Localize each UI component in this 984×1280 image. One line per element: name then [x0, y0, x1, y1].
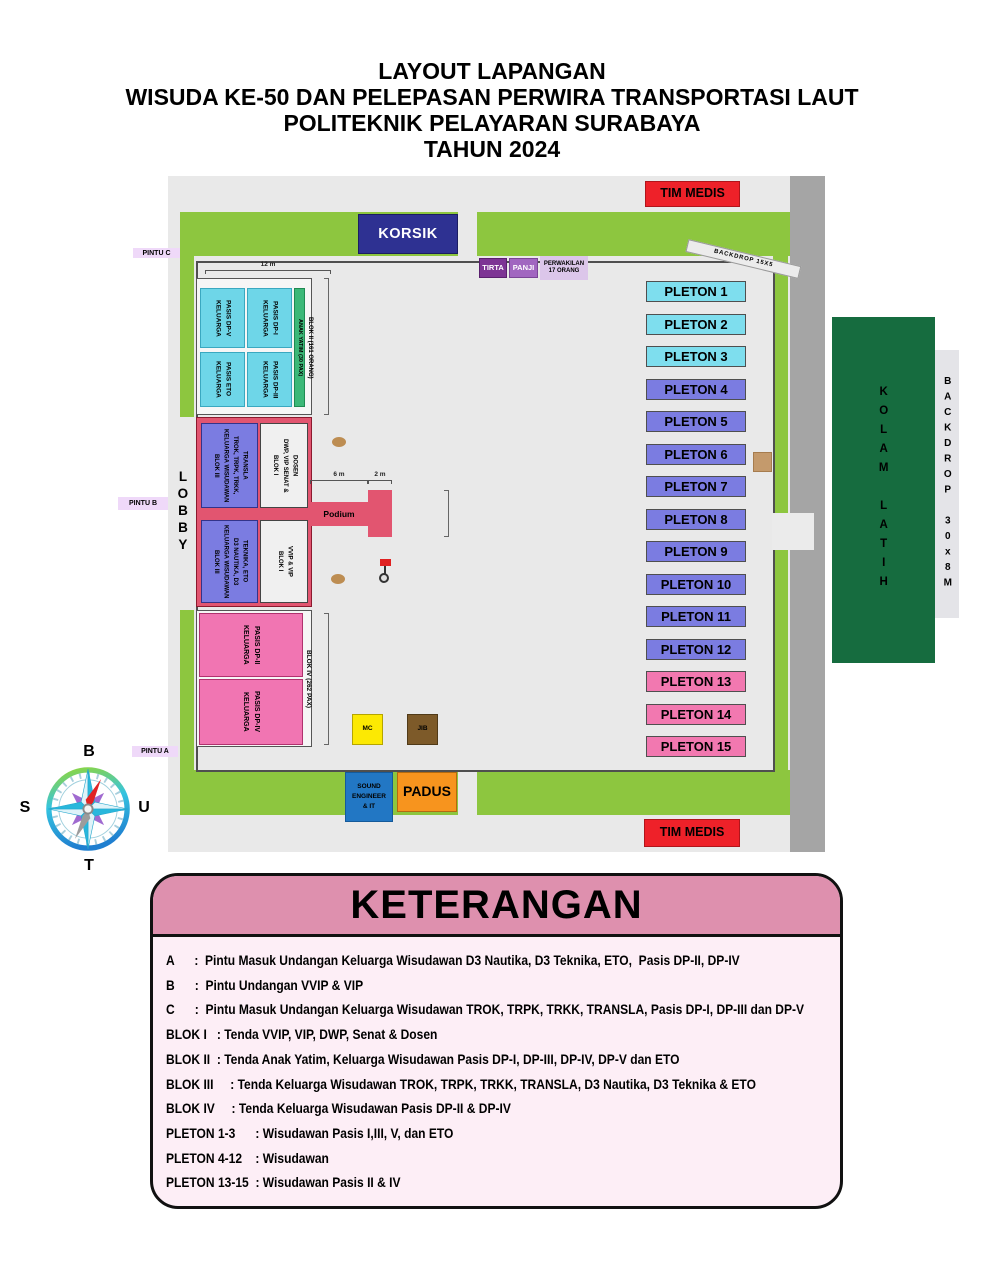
podium-extension — [368, 490, 392, 537]
blok4-seat-keluarga-pasis-dp-iv: KELUARGA PASIS DP-IV — [199, 679, 303, 745]
pleton-box: PLETON 10 — [646, 574, 746, 595]
podium-bar: Podium — [310, 502, 368, 526]
compass-label-east: U — [138, 799, 150, 816]
blok4-seat-keluarga-pasis-dp-ii: KELUARGA PASIS DP-II — [199, 613, 303, 677]
blok1-top-box: BLOK I DWP, VIP SENAT & DOSEN — [260, 423, 308, 508]
podium-dim-6m-line — [310, 480, 368, 484]
pleton-box: PLETON 7 — [646, 476, 746, 497]
podium-dim-2m: 2 m — [374, 471, 386, 478]
blok2-seat-keluarga-pasis-dp-v: KELUARGA PASIS DP-V — [200, 288, 245, 348]
title-line: WISUDA KE-50 DAN PELEPASAN PERWIRA TRANS… — [125, 84, 859, 110]
tim-medis-top-box: TIM MEDIS — [645, 181, 740, 207]
podium-dim-2m-line — [368, 480, 392, 484]
jib-box: JIB — [407, 714, 438, 745]
pintu-b-label: PINTU B — [118, 497, 168, 510]
title-line: TAHUN 2024 — [423, 136, 561, 162]
tirta-box: TIRTA — [479, 258, 507, 278]
blok4-height-bracket — [324, 613, 329, 745]
mc-box: MC — [352, 714, 383, 745]
legend-row: BLOK II : Tenda Anak Yatim, Keluarga Wis… — [166, 1050, 680, 1067]
pleton-box: PLETON 6 — [646, 444, 746, 465]
blok2-dim-12m: 12 m — [260, 261, 276, 268]
blok4-label: BLOK IV (262 PAX) — [305, 649, 313, 709]
compass-label-west: S — [19, 799, 31, 816]
padus-box: PADUS — [397, 772, 457, 812]
lobby-label: LOBBY — [175, 468, 191, 554]
right-wall-gap — [772, 513, 814, 550]
pleton-box: PLETON 13 — [646, 671, 746, 692]
tan-marker-square — [753, 452, 772, 472]
pleton-box: PLETON 9 — [646, 541, 746, 562]
title-line: POLITEKNIK PELAYARAN SURABAYA — [283, 110, 701, 136]
page-title: LAYOUT LAPANGAN WISUDA KE-50 DAN PELEPAS… — [0, 58, 984, 162]
legend-box: KETERANGAN A : Pintu Masuk Undangan Kelu… — [150, 873, 843, 1209]
flag-pole — [384, 566, 386, 576]
legend-row: PLETON 4-12 : Wisudawan — [166, 1149, 329, 1166]
legend-row: BLOK III : Tenda Keluarga Wisudawan TROK… — [166, 1075, 756, 1092]
pleton-box: PLETON 8 — [646, 509, 746, 530]
blok2-seat-keluarga-pasis-dp-i: KELUARGA PASIS DP-I — [247, 288, 292, 348]
compass-rose — [46, 767, 130, 851]
blok2-dim-line — [205, 270, 331, 274]
pleton-box: PLETON 11 — [646, 606, 746, 627]
blok2-height-bracket — [324, 278, 329, 415]
green-strip-left-lower — [180, 610, 194, 815]
perwakilan-box: PERWAKILAN 17 ORANG — [540, 256, 588, 280]
legend-header: KETERANGAN — [153, 876, 840, 937]
legend-row: PLETON 13-15 : Wisudawan Pasis II & IV — [166, 1174, 401, 1191]
pleton-box: PLETON 2 — [646, 314, 746, 335]
planter-ellipse-top — [332, 437, 346, 447]
title-line: LAYOUT LAPANGAN — [378, 58, 606, 84]
pleton-box: PLETON 3 — [646, 346, 746, 367]
pintu-a-label: PINTU A — [132, 746, 178, 757]
flag-icon — [380, 559, 391, 566]
blok2-seat-keluarga-pasis-eto: KELUARGA PASIS ETO — [200, 352, 245, 407]
legend-row: BLOK IV : Tenda Keluarga Wisudawan Pasis… — [166, 1100, 511, 1117]
korsik-box: KORSIK — [358, 214, 458, 254]
podium-dim-6m: 6 m — [333, 471, 345, 478]
anak-yatim-strip: ANAK YATIM (30 PAX) — [294, 288, 305, 407]
sound-engineer-box: SOUND ENGINEER & IT — [345, 772, 393, 822]
blok2-label: BLOK II (161 ORANG) — [306, 316, 313, 379]
pleton-box: PLETON 4 — [646, 379, 746, 400]
pleton-box: PLETON 14 — [646, 704, 746, 725]
flag-base-circle — [379, 573, 389, 583]
compass-label-south: T — [84, 857, 94, 874]
blok3-top-box: BLOK III KELUARGA WISUDAWAN TROK, TRPK, … — [201, 423, 258, 508]
legend-row: A : Pintu Masuk Undangan Keluarga Wisuda… — [166, 952, 740, 968]
legend-row: B : Pintu Undangan VVIP & VIP — [166, 976, 364, 993]
blok1-bottom-box: BLOK I VVIP & VIP — [260, 520, 308, 603]
panji-box: PANJI — [509, 258, 538, 278]
blok3-bottom-box: BLOK III KELUARGA WISUDAWAN D3 NAUTIKA, … — [201, 520, 258, 603]
pleton-box: PLETON 15 — [646, 736, 746, 757]
legend-row: C : Pintu Masuk Undangan Keluarga Wisuda… — [166, 1001, 805, 1018]
podium-height-bracket — [444, 490, 449, 537]
legend-row: BLOK I : Tenda VVIP, VIP, DWP, Senat & D… — [166, 1026, 438, 1043]
legend-row: PLETON 1-3 : Wisudawan Pasis I,III, V, d… — [166, 1124, 454, 1141]
kolam-latih-pool: KOLAM LATIH — [832, 317, 935, 663]
tim-medis-bottom-box: TIM MEDIS — [644, 819, 740, 847]
pleton-box: PLETON 5 — [646, 411, 746, 432]
pintu-c-label: PINTU C — [133, 248, 180, 258]
compass-label-north: B — [83, 743, 95, 760]
backdrop-right-strip: BACKDROP 30x8M — [935, 350, 959, 618]
pleton-box: PLETON 12 — [646, 639, 746, 660]
green-strip-right — [773, 212, 788, 790]
legend-title: KETERANGAN — [350, 882, 643, 927]
blok2-seat-keluarga-pasis-dp-iii: KELUARGA PASIS DP-III — [247, 352, 292, 407]
planter-ellipse-bottom — [331, 574, 345, 584]
green-strip-top-right — [477, 212, 790, 256]
legend-rows: A : Pintu Masuk Undangan Keluarga Wisuda… — [166, 948, 836, 1195]
green-strip-bottom-right — [477, 770, 790, 815]
pleton-box: PLETON 1 — [646, 281, 746, 302]
green-strip-left-upper — [180, 212, 194, 417]
